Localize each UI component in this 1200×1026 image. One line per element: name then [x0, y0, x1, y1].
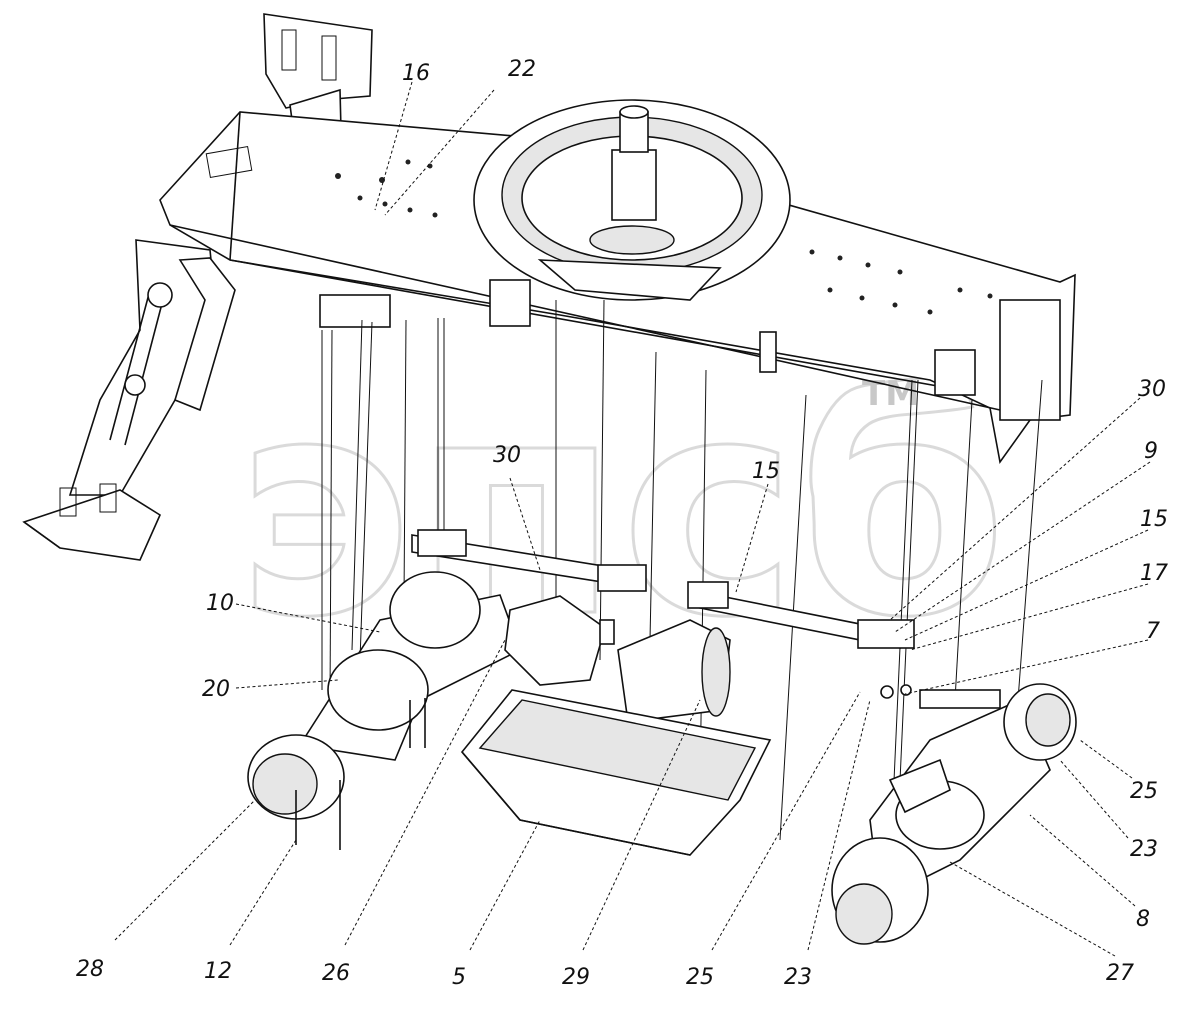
callout-29: 29 — [562, 965, 590, 990]
callout-17: 17 — [1140, 561, 1168, 586]
callout-15-center: 15 — [752, 459, 780, 484]
slewing-ring — [473, 99, 791, 301]
callout-12: 12 — [204, 959, 232, 984]
callout-5: 5 — [452, 965, 466, 990]
callout-15-right: 15 — [1140, 507, 1168, 532]
callout-labels: 16 22 30 15 30 9 15 17 7 10 20 25 23 8 2… — [76, 57, 1168, 990]
callout-30-right: 30 — [1138, 377, 1166, 402]
callout-23-right: 23 — [1130, 837, 1158, 862]
callout-25-right: 25 — [1130, 779, 1158, 804]
callout-8: 8 — [1136, 907, 1150, 932]
callout-20: 20 — [202, 677, 230, 702]
cardan-shafts — [411, 529, 915, 649]
callout-30-left: 30 — [493, 443, 521, 468]
callout-28: 28 — [76, 957, 104, 982]
callout-27: 27 — [1106, 961, 1134, 986]
rear-axle — [831, 683, 1077, 945]
front-axle — [247, 571, 521, 850]
callout-16: 16 — [402, 61, 430, 86]
counterweight-tray — [460, 689, 772, 856]
callout-22: 22 — [508, 57, 536, 82]
callout-26: 26 — [322, 961, 350, 986]
callout-9: 9 — [1144, 439, 1158, 464]
callout-23-bottom: 23 — [784, 965, 812, 990]
callout-leaders — [114, 81, 1151, 957]
motor-gearbox — [504, 595, 731, 723]
frame-holes — [335, 159, 993, 315]
callout-25-bottom: 25 — [686, 965, 714, 990]
callout-7: 7 — [1146, 619, 1160, 644]
callout-10: 10 — [206, 591, 234, 616]
